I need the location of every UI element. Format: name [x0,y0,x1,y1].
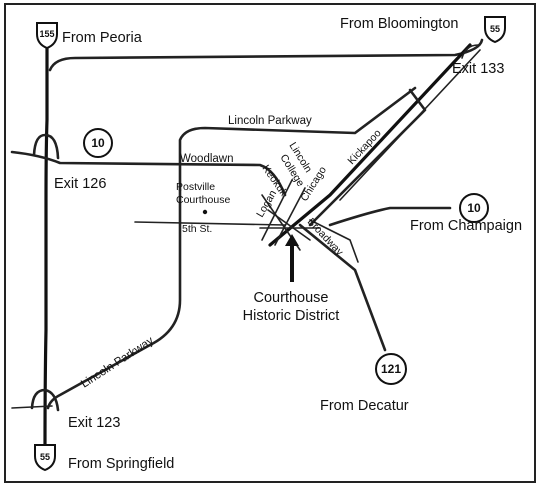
label-fifth-st: 5th St. [182,223,212,235]
interstate-shield-55-south: 55 [34,444,56,472]
route-circle-10-west: 10 [83,128,113,158]
label-postville-line1: Postville [176,181,215,193]
exit123-interchange [30,388,60,412]
postville-courthouse-marker [202,209,208,215]
road-east-loop [308,88,427,227]
district-arrow [285,234,299,282]
map-border [4,3,536,483]
road-route10-east [328,206,452,227]
shield-155-number: 155 [39,29,54,39]
road-lincoln-college [261,179,293,241]
interstate-shield-155: 155 [36,22,58,50]
label-postville-line2: Courthouse [176,194,230,206]
road-woodlawn-route10 [10,150,287,197]
label-exit-126: Exit 126 [54,176,106,192]
label-from-champaign: From Champaign [410,218,522,234]
label-from-bloomington: From Bloomington [340,16,458,32]
label-from-springfield: From Springfield [68,456,174,472]
route-10-east-number: 10 [467,201,481,215]
label-from-champaign-text: From Champaign [410,218,522,234]
label-district-line2: Historic District [243,308,340,324]
label-exit-133: Exit 133 [452,61,504,77]
label-from-decatur: From Decatur [320,398,409,414]
highway-i155-i55-west [43,46,49,447]
road-lincoln-parkway-south [46,188,182,410]
road-broadway-edge [309,219,359,263]
road-logan [267,209,311,241]
exit133-interchange [461,44,479,59]
label-exit-123: Exit 123 [68,415,120,431]
label-lincoln-parkway-south: Lincoln Parkway [79,335,156,391]
road-fifth-st [134,221,286,226]
route-10-west-number: 10 [91,136,105,150]
label-lincoln-parkway-north: Lincoln Parkway [228,115,312,127]
exit126-interchange [32,133,60,160]
shield-55-south-number: 55 [40,452,50,462]
route-121-number: 121 [381,362,401,376]
shield-55-north-number: 55 [490,24,500,34]
road-chicago [274,187,306,246]
road-north-loop [48,38,484,72]
road-route121-broadway [298,223,387,352]
label-from-peoria: From Peoria [62,30,143,46]
route-circle-10-east: 10 [459,193,489,223]
label-district-line1: Courthouse [254,290,329,306]
interstate-shield-55-north: 55 [484,16,506,44]
label-woodlawn: Woodlawn [180,153,234,165]
route-circle-121: 121 [375,353,407,385]
road-lincoln-parkway-north [178,86,417,192]
